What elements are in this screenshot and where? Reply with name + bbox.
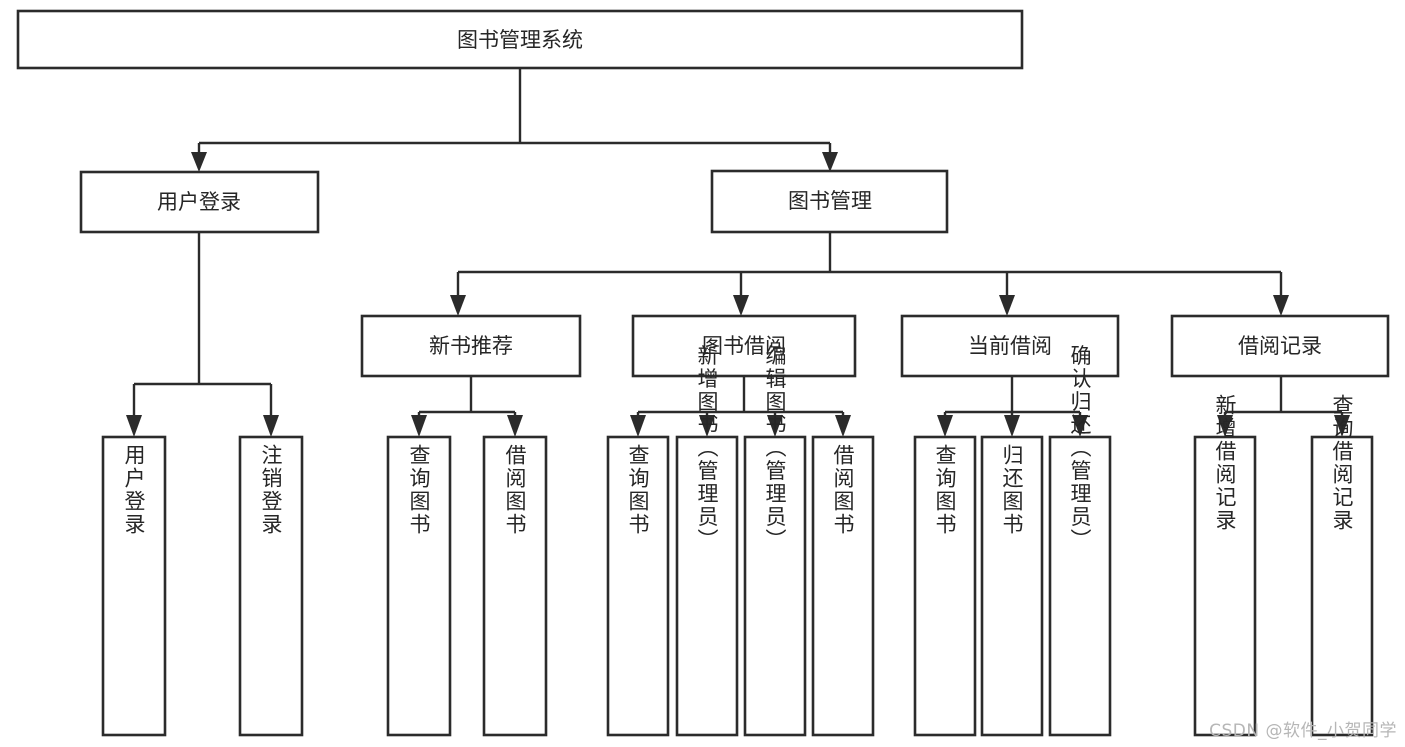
node-leaf-edit-book-label: 编辑图书（管理员） [763, 345, 787, 552]
connector-layer [126, 68, 1350, 437]
node-leaf-query-book-current-box[interactable] [913, 435, 977, 737]
node-leaf-user-login-box[interactable] [101, 435, 167, 737]
arrow-icon-to-user-login [191, 152, 207, 172]
arrow-icon-leaf-confirm-return [1072, 415, 1088, 437]
node-book-management[interactable]: 图书管理 [710, 169, 949, 234]
arrow-icon-leaf-logout [263, 415, 279, 437]
node-leaf-borrow-book-recommend-box[interactable] [482, 435, 548, 737]
node-leaf-logout[interactable]: 注销登录 [238, 435, 304, 737]
arrow-icon-leaf-return-book [1004, 415, 1020, 437]
node-leaf-query-book-borrow-box[interactable] [606, 435, 670, 737]
node-leaf-confirm-return-label: 确认归还（管理员） [1068, 345, 1092, 552]
arrow-icon-leaf-query-record [1334, 415, 1350, 437]
arrow-icon-leaf-borrow-book [835, 415, 851, 437]
node-leaf-add-book-label: 新增图书（管理员） [695, 345, 719, 552]
node-current-borrow[interactable]: 当前借阅 [900, 314, 1120, 378]
node-new-book-recommend-box[interactable] [360, 314, 582, 378]
node-leaf-query-book-recommend-box[interactable] [386, 435, 452, 737]
node-leaf-logout-box[interactable] [238, 435, 304, 737]
arrow-icon-leaf-borrow-book-recommend [507, 415, 523, 437]
arrow-icon-leaf-add-book [699, 415, 715, 437]
node-leaf-user-login-label: 用户登录 [122, 444, 146, 536]
node-borrow-records-box[interactable] [1170, 314, 1390, 378]
node-leaf-add-book[interactable]: 新增图书（管理员） [675, 345, 739, 737]
node-book-management-label: 图书管理 [788, 189, 872, 213]
node-leaf-confirm-return-box[interactable] [1048, 435, 1112, 737]
node-leaf-edit-book-box[interactable] [743, 435, 807, 737]
node-leaf-return-book-box[interactable] [980, 435, 1044, 737]
node-leaf-edit-book[interactable]: 编辑图书（管理员） [743, 345, 807, 737]
arrow-icon-to-current-borrow [999, 295, 1015, 316]
node-leaf-confirm-return[interactable]: 确认归还（管理员） [1048, 345, 1112, 737]
node-leaf-return-book-label: 归还图书 [1000, 444, 1024, 536]
node-leaf-add-record[interactable]: 新增借阅记录 [1193, 394, 1257, 737]
node-leaf-borrow-book-label: 借阅图书 [831, 444, 855, 536]
node-leaf-query-record-box[interactable] [1310, 435, 1374, 737]
node-leaf-user-login[interactable]: 用户登录 [101, 435, 167, 737]
node-new-book-recommend[interactable]: 新书推荐 [360, 314, 582, 378]
node-new-book-recommend-label: 新书推荐 [429, 334, 513, 358]
arrow-icon-leaf-query-book-recommend [411, 415, 427, 437]
node-leaf-borrow-book-recommend-label: 借阅图书 [503, 444, 527, 536]
node-leaf-add-book-box[interactable] [675, 435, 739, 737]
csdn-watermark: CSDN @软件_小贺同学 [1209, 721, 1397, 741]
arrow-icon-to-borrow-records [1273, 295, 1289, 316]
node-book-borrow-box[interactable] [631, 314, 857, 378]
node-current-borrow-box[interactable] [900, 314, 1120, 378]
node-book-management-box[interactable] [710, 169, 949, 234]
arrow-icon-to-book-borrow [733, 295, 749, 316]
node-leaf-add-record-box[interactable] [1193, 435, 1257, 737]
node-leaf-query-record-label: 查询借阅记录 [1330, 394, 1354, 532]
node-root[interactable]: 图书管理系统 [16, 9, 1024, 70]
node-user-login[interactable]: 用户登录 [79, 170, 320, 234]
node-root-box[interactable] [16, 9, 1024, 70]
node-borrow-records[interactable]: 借阅记录 [1170, 314, 1390, 378]
node-leaf-query-record[interactable]: 查询借阅记录 [1310, 394, 1374, 737]
node-book-borrow-label: 图书借阅 [702, 334, 786, 358]
node-leaf-borrow-book-box[interactable] [811, 435, 875, 737]
arrow-icon-leaf-add-record [1217, 415, 1233, 437]
node-leaf-borrow-book-recommend[interactable]: 借阅图书 [482, 435, 548, 737]
node-book-borrow[interactable]: 图书借阅 [631, 314, 857, 378]
node-current-borrow-label: 当前借阅 [968, 334, 1052, 358]
arrow-icon-to-book-management [822, 152, 838, 172]
node-user-login-label: 用户登录 [157, 190, 241, 214]
node-root-label: 图书管理系统 [457, 28, 583, 52]
arrow-icon-leaf-user-login [126, 415, 142, 437]
node-leaf-query-book-current-label: 查询图书 [933, 444, 957, 536]
node-leaf-add-record-label: 新增借阅记录 [1213, 394, 1237, 532]
arrow-icon-leaf-edit-book [767, 415, 783, 437]
node-leaf-borrow-book[interactable]: 借阅图书 [811, 435, 875, 737]
node-leaf-query-book-recommend[interactable]: 查询图书 [386, 435, 452, 737]
arrow-icon-to-new-book-recommend [450, 295, 466, 316]
node-leaf-query-book-borrow[interactable]: 查询图书 [606, 435, 670, 737]
node-user-login-box[interactable] [79, 170, 320, 234]
node-borrow-records-label: 借阅记录 [1238, 334, 1322, 358]
node-leaf-query-book-recommend-label: 查询图书 [407, 444, 431, 536]
arrow-icon-leaf-query-book-borrow [630, 415, 646, 437]
node-leaf-query-book-borrow-label: 查询图书 [626, 444, 650, 536]
node-leaf-query-book-current[interactable]: 查询图书 [913, 435, 977, 737]
arrow-icon-leaf-query-book-current [937, 415, 953, 437]
node-leaf-return-book[interactable]: 归还图书 [980, 435, 1044, 737]
node-leaf-logout-label: 注销登录 [259, 444, 283, 536]
